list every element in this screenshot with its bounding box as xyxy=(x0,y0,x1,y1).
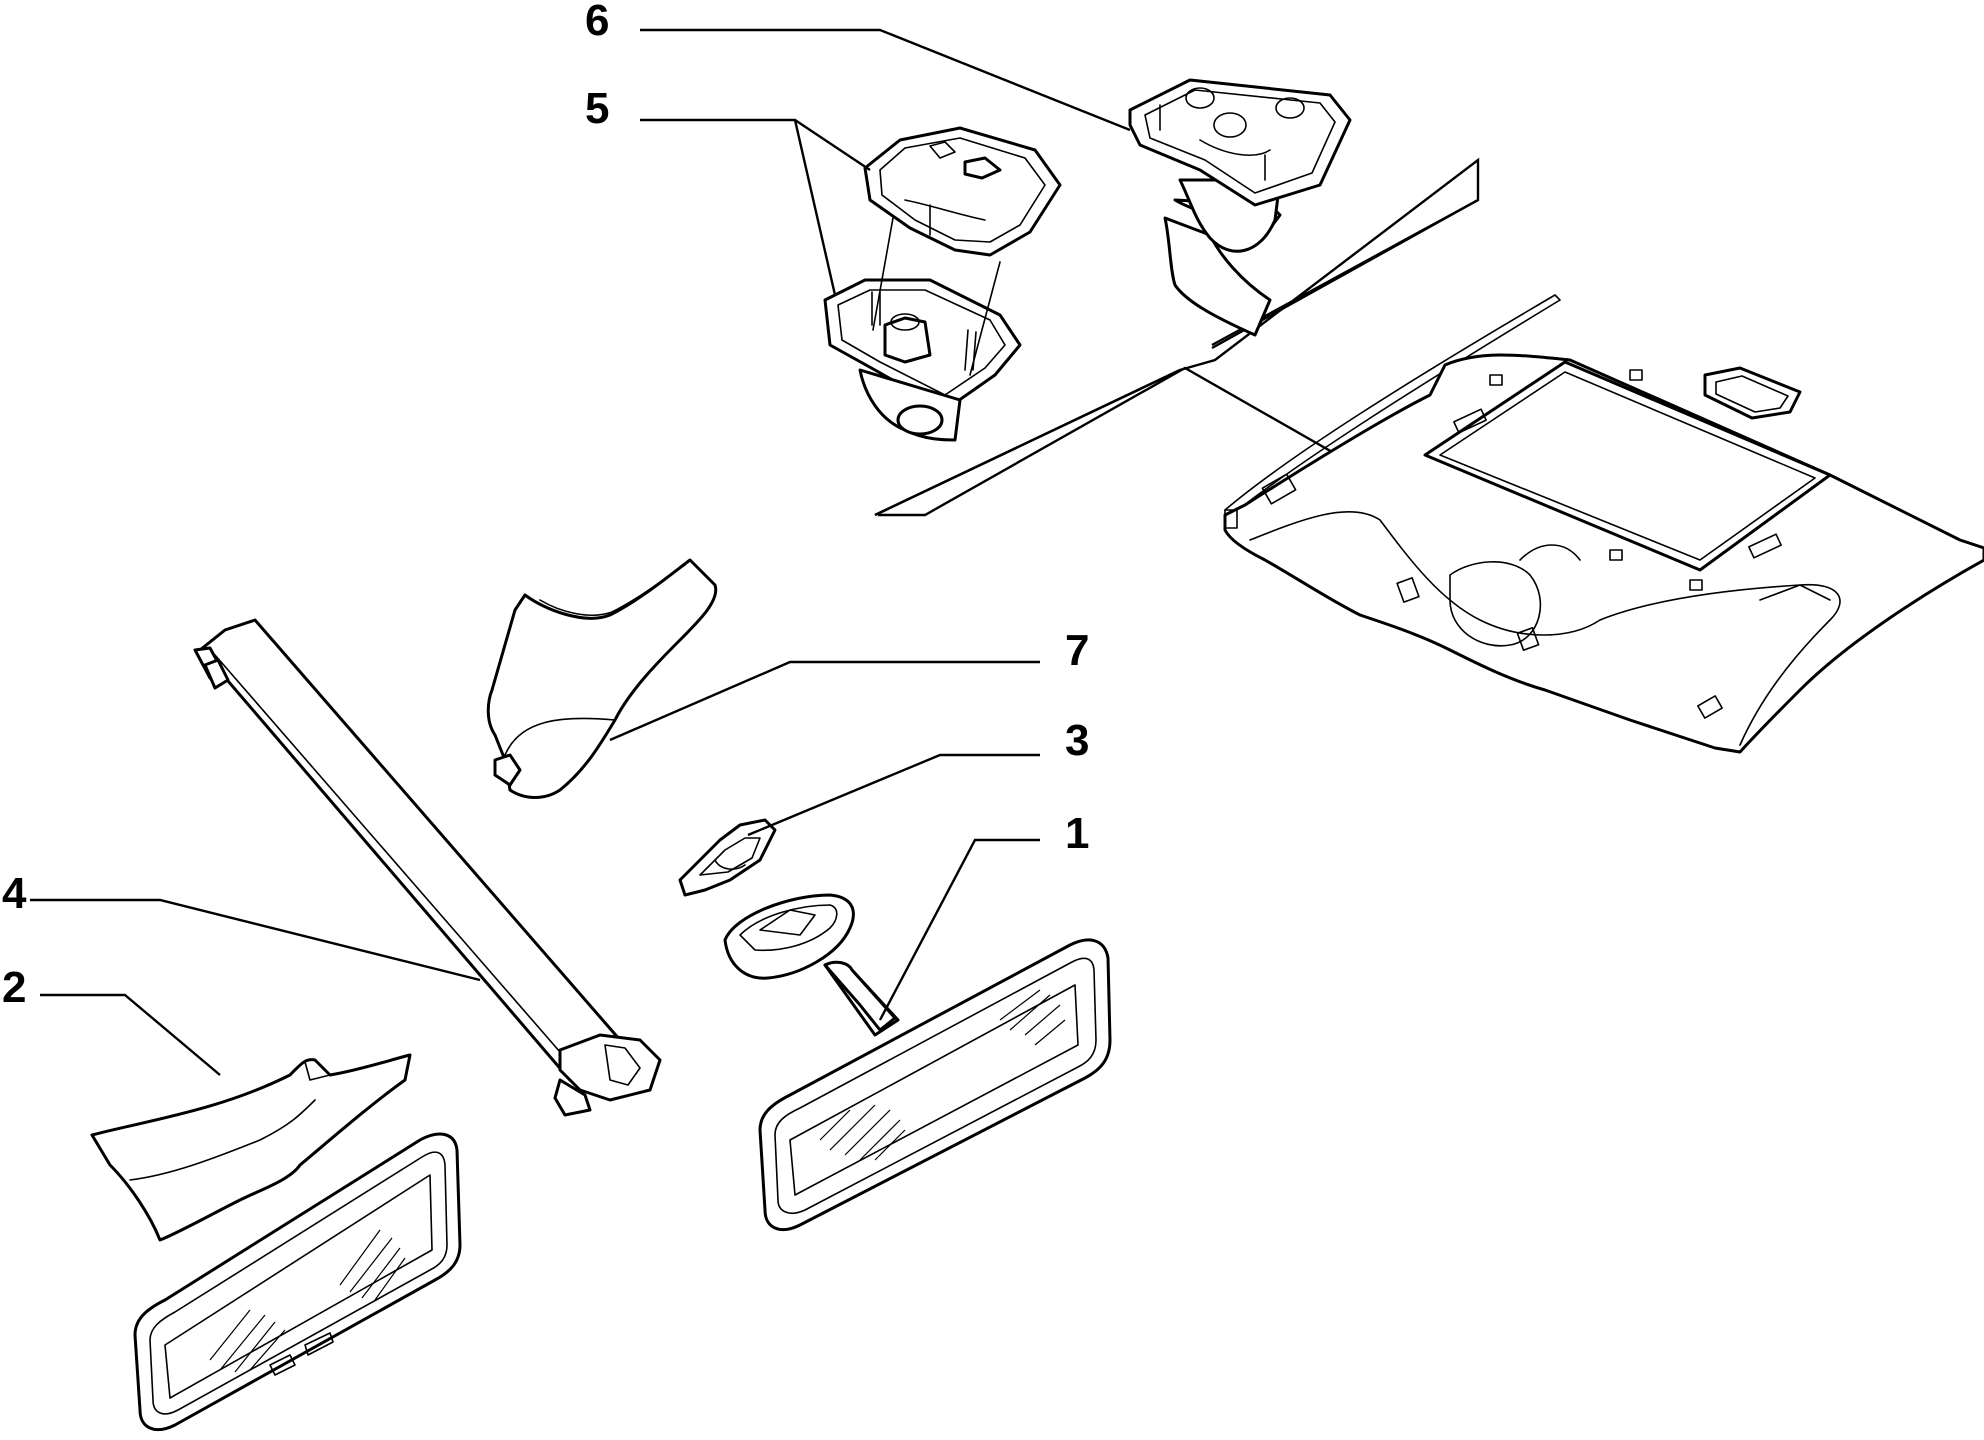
mirror-cover-icon xyxy=(486,558,718,799)
callout-7: 7 xyxy=(1065,626,1089,675)
rear-view-mirror-icon xyxy=(723,893,1112,1231)
callout-5: 5 xyxy=(585,84,609,133)
leader-lines xyxy=(30,28,1131,1076)
callout-3: 3 xyxy=(1065,716,1089,765)
mirror-base-plate-icon xyxy=(678,818,777,897)
headliner-icon xyxy=(874,157,1984,754)
callout-2: 2 xyxy=(2,963,26,1012)
callout-4: 4 xyxy=(2,869,27,918)
mirror-glass-hatching xyxy=(209,989,1066,1373)
callout-1: 1 xyxy=(1065,809,1089,858)
roof-light-housing-icon xyxy=(823,126,1062,442)
roof-light-unit-icon xyxy=(1128,78,1352,337)
rear-view-mirror-with-cover-icon xyxy=(90,1053,462,1431)
callout-6: 6 xyxy=(585,0,609,45)
sun-visor-rod-icon xyxy=(193,618,662,1117)
callout-labels: 1 2 3 4 5 6 7 xyxy=(2,0,1089,1012)
